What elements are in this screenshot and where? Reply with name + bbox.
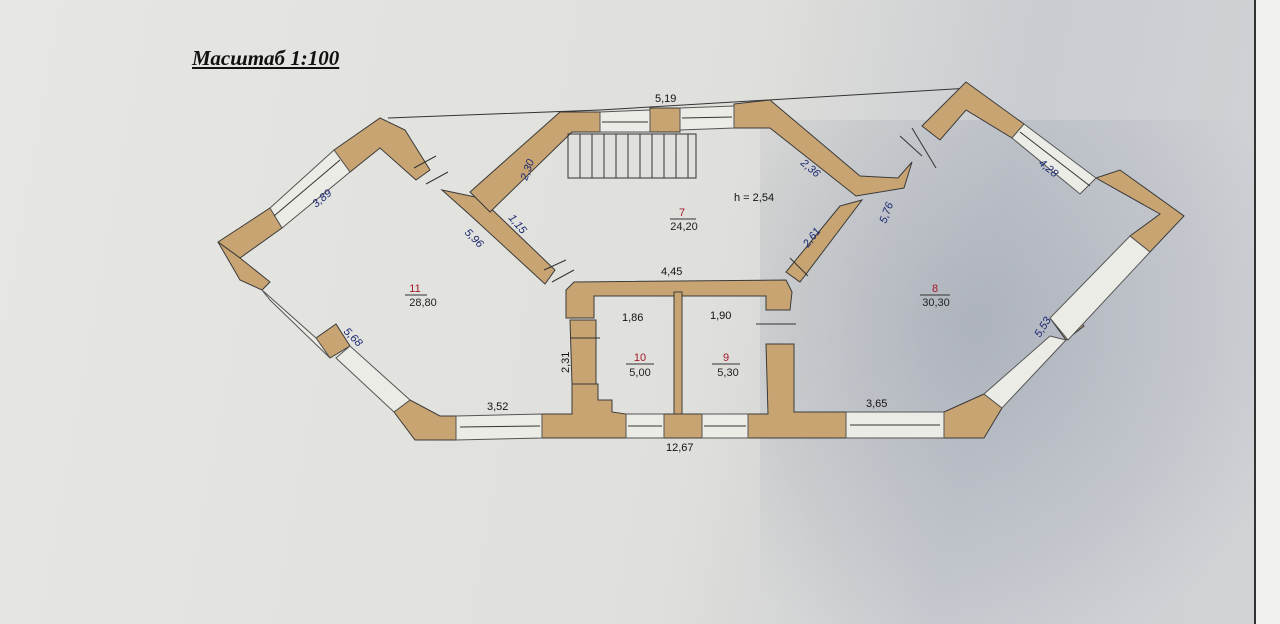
room-10-area: 5,00 — [629, 367, 650, 379]
dim-r10-height: 2,31 — [560, 352, 572, 373]
room-9-area: 5,30 — [717, 367, 738, 379]
staircase — [567, 133, 697, 179]
room-7-windows — [599, 105, 735, 133]
next-page-strip — [1256, 0, 1280, 624]
room-10-number: 10 — [634, 352, 646, 364]
openings — [413, 127, 937, 339]
room-7-number: 7 — [679, 207, 685, 219]
room-9-number: 9 — [723, 352, 729, 364]
dim-r10-width: 1,86 — [622, 312, 643, 324]
room-7-walls — [469, 99, 913, 319]
dim-r9-width: 1,90 — [710, 310, 731, 322]
roof-outline — [387, 87, 971, 119]
ceiling-height: h = 2,54 — [734, 192, 774, 204]
dim-corridor-top: 4,45 — [661, 266, 682, 278]
dim-bottom-total: 12,67 — [666, 442, 694, 454]
dim-r8-upper-left: 5,76 — [878, 200, 897, 225]
dim-r8-bottom: 3,65 — [866, 398, 887, 410]
room-11-walls — [217, 117, 627, 441]
dim-r11-upper-right: 5,96 — [462, 227, 486, 251]
room-8-windows — [845, 123, 1151, 439]
room-11-number: 11 — [409, 283, 420, 295]
room-8-area: 30,30 — [922, 297, 950, 309]
room-11-windows — [261, 149, 543, 441]
dim-top-span: 5,19 — [655, 93, 676, 105]
scale-title: Масштаб 1:100 — [192, 46, 340, 70]
room-11-area: 28,80 — [409, 297, 437, 309]
room-8-number: 8 — [932, 283, 938, 295]
dim-r11-bottom: 3,52 — [487, 401, 508, 413]
room-7-area: 24,20 — [670, 221, 698, 233]
bathroom-walls — [625, 291, 749, 439]
sheet-edge — [1254, 0, 1256, 624]
